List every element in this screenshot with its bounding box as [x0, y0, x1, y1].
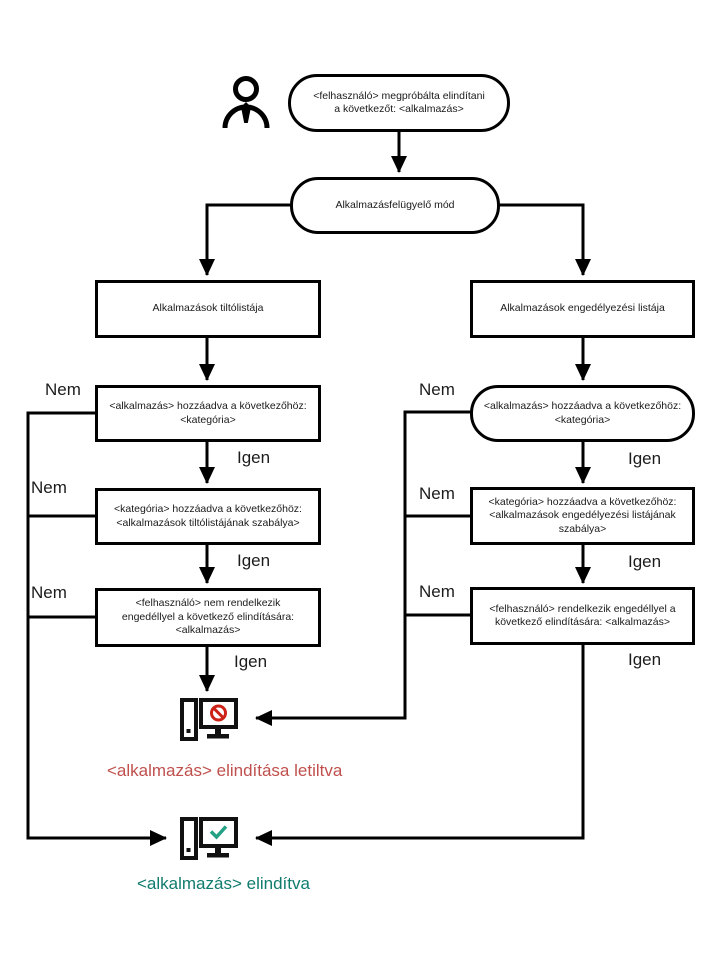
node-text-line: Alkalmazások engedélyezési listája [500, 302, 665, 315]
node-text-line: <felhasználó> megpróbálta elindítani [313, 89, 485, 102]
node-text-line: <kategória> hozzáadva a következőhöz: [114, 503, 302, 515]
node-text-line: <kategória> [180, 413, 236, 426]
prohibition-icon [210, 704, 227, 722]
node-allowlist-category-in-rule: <kategória> hozzáadva a következőhöz: <a… [470, 487, 695, 545]
node-text-line: <kategória> hozzáadva a következőhöz: [488, 495, 677, 508]
label-yes: Igen [237, 551, 271, 570]
edge-deny-no-chain-to-started [26, 411, 167, 846]
node-allowlist-app-in-category: <alkalmazás> hozzáadva a következőhöz: <… [470, 385, 695, 442]
node-application-control-mode: Alkalmazásfelügyelő mód [290, 177, 500, 234]
node-denylist-user-no-permission: <felhasználó> nem rendelkezik engedéllye… [95, 588, 321, 647]
label-no: Nem [419, 484, 455, 503]
node-launch-attempt: <felhasználó> megpróbálta elindítani a k… [288, 74, 510, 132]
edge-allowuser-yes-to-started [255, 645, 585, 846]
label-yes: Igen [628, 552, 662, 571]
label-yes: Igen [628, 650, 662, 669]
node-app-allowlist: Alkalmazások engedélyezési listája [470, 280, 695, 338]
edge-mode-to-denylist [199, 203, 290, 276]
label-yes: Igen [234, 652, 268, 671]
node-text-line: <alkalmazás> hozzáadva a következőhöz: [109, 400, 307, 412]
label-no: Nem [419, 380, 455, 399]
node-text-line: <alkalmazások tiltólistájának szabálya> [116, 516, 300, 529]
node-text-line: Alkalmazásfelügyelő mód [335, 198, 455, 211]
node-text-line: <felhasználó> nem rendelkezik [135, 597, 281, 610]
app-blocked-computer-icon [180, 697, 238, 743]
outcome-blocked-label: <alkalmazás> elindítása letiltva [107, 761, 343, 780]
node-text-line: <felhasználó> rendelkezik engedéllyel a [489, 602, 676, 615]
node-text-line: <alkalmazások engedélyezési listájának [489, 509, 676, 522]
node-text-line: <alkalmazás> hozzáadva a következőhöz: [483, 400, 682, 412]
node-text-line: <alkalmazás> [175, 624, 241, 637]
node-app-denylist: Alkalmazások tiltólistája [95, 280, 321, 338]
node-text-line: következő elindítására: <alkalmazás> [494, 616, 671, 628]
label-yes: Igen [628, 449, 662, 468]
label-no: Nem [419, 582, 455, 601]
node-denylist-app-in-category: <alkalmazás> hozzáadva a következőhöz: <… [95, 385, 321, 442]
label-no: Nem [45, 380, 81, 399]
node-text-line: a következőt: <alkalmazás> [334, 103, 464, 115]
label-yes: Igen [237, 448, 271, 467]
app-started-computer-icon [180, 816, 238, 862]
edge-mode-to-allowlist [500, 203, 591, 276]
node-allowlist-user-has-permission: <felhasználó> rendelkezik engedéllyel a … [470, 587, 695, 645]
check-icon [209, 825, 228, 840]
node-text-line: engedéllyel a következő elindítására: [121, 610, 295, 623]
user-icon [221, 76, 271, 130]
label-no: Nem [31, 583, 67, 602]
edge-allow-no-chain-to-blocked [255, 410, 472, 726]
node-text-line: szabálya> [558, 522, 607, 535]
label-no: Nem [31, 478, 67, 497]
node-text-line: <kategória> [554, 413, 611, 426]
node-denylist-category-in-rule: <kategória> hozzáadva a következőhöz: <a… [95, 488, 321, 545]
node-text-line: Alkalmazások tiltólistája [152, 302, 264, 315]
outcome-started-label: <alkalmazás> elindítva [137, 874, 310, 893]
